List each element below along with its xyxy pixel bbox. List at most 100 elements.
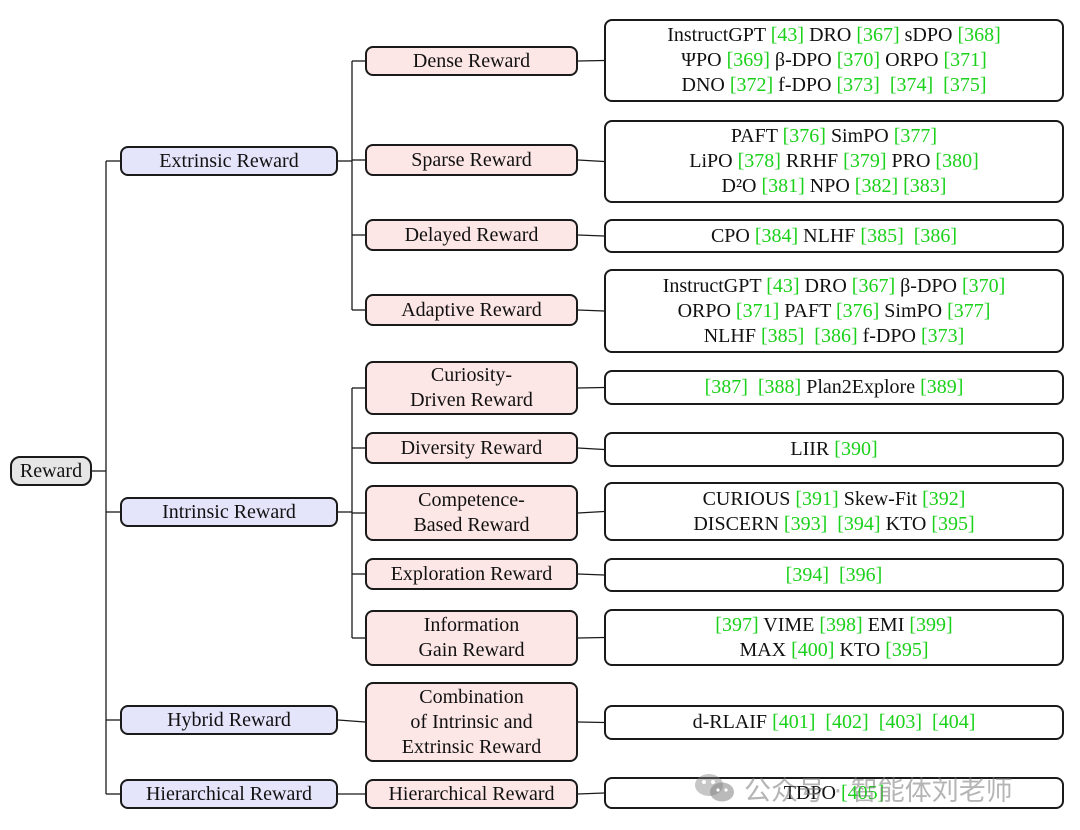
method-name [933,74,943,96]
citation-ref[interactable]: [387] [704,376,748,398]
method-line: InstructGPT [43] DRO [367] sDPO [368] [667,23,1001,48]
method-name: sDPO [899,24,958,46]
citation-ref[interactable]: [388] [757,376,802,398]
citation-ref[interactable]: [43] [770,24,805,46]
subcategory-node: Delayed Reward [365,219,578,251]
tree-edge [337,719,366,723]
subcategory-label-line: Adaptive Reward [401,298,542,321]
method-name [748,376,758,398]
citation-ref[interactable]: [389] [920,376,964,398]
citation-ref[interactable]: [379] [843,150,887,172]
citation-ref[interactable]: [374] [889,74,934,96]
tree-edge [577,234,605,237]
subcategory-node: Sparse Reward [365,144,578,176]
citation-ref[interactable]: [385] [760,324,805,347]
citation-ref[interactable]: [404] [932,711,976,733]
subcategory-node: Hierarchical Reward [365,779,578,809]
subcategory-label-line: Exploration Reward [390,562,553,585]
method-name: InstructGPT [667,24,771,46]
citation-ref[interactable]: [405] [840,781,885,804]
method-name: β-DPO [895,274,962,297]
method-list-box: TDPO [405] [604,777,1064,809]
method-name: InstructGPT [662,274,767,297]
subcategory-label-line: Curiosity- [430,364,513,386]
method-name: PRO [886,150,936,172]
citation-ref[interactable]: [396] [839,563,883,586]
citation-ref[interactable]: [370] [961,274,1006,297]
citation-ref[interactable]: [371] [943,49,987,71]
method-name: RRHF [780,150,844,172]
tree-edge [577,159,605,163]
category-label: Hierarchical Reward [145,782,312,805]
citation-ref[interactable]: [382] [854,175,899,197]
subcategory-label-line: Based Reward [413,514,530,536]
citation-ref[interactable]: [394] [785,563,829,586]
citation-ref[interactable]: [380] [935,150,979,172]
method-list-box: PAFT [376] SimPO [377]LiPO [378] RRHF [3… [604,120,1064,203]
citation-ref[interactable]: [43] [766,274,800,297]
citation-ref[interactable]: [393] [783,512,828,535]
method-name: d-RLAIF [692,711,773,733]
subcategory-label: Dense Reward [413,49,530,74]
citation-ref[interactable]: [375] [943,74,987,96]
citation-ref[interactable]: [381] [761,175,805,197]
citation-ref[interactable]: [397] [715,613,759,636]
tree-edge [577,510,605,514]
citation-ref[interactable]: [377] [947,299,991,322]
citation-ref[interactable]: [371] [735,299,780,322]
method-name [869,711,879,733]
subcategory-label: Delayed Reward [405,223,539,248]
citation-ref[interactable]: [399] [909,613,953,636]
method-line: NLHF [385] [386] f-DPO [373] [704,324,965,349]
citation-ref[interactable]: [377] [893,125,938,147]
citation-ref[interactable]: [386] [814,324,858,347]
citation-ref[interactable]: [401] [772,711,816,733]
method-name: KTO [834,638,886,661]
citation-ref[interactable]: [368] [957,24,1001,46]
method-list-box: InstructGPT [43] DRO [367] β-DPO [370]OR… [604,269,1064,353]
citation-ref[interactable]: [367] [851,274,896,297]
citation-ref[interactable]: [373] [836,74,880,96]
method-line: LIIR [390] [790,437,877,462]
citation-ref[interactable]: [378] [737,150,781,172]
tree-edge [577,386,605,389]
citation-ref[interactable]: [372] [729,74,774,96]
tree-edge [577,636,605,639]
citation-ref[interactable]: [384] [754,224,799,247]
tree-edge [577,573,605,576]
method-name: NLHF [703,324,761,347]
citation-ref[interactable]: [376] [782,125,826,147]
citation-ref[interactable]: [395] [931,512,975,535]
subcategory-label-line: Competence- [418,489,525,511]
citation-ref[interactable]: [391] [795,487,839,510]
citation-ref[interactable]: [395] [885,638,929,661]
citation-ref[interactable]: [403] [878,711,923,733]
citation-ref[interactable]: [367] [856,24,900,46]
method-name: ORPO [677,299,736,322]
method-name: ΨPO [681,49,727,71]
method-name: VIME [758,613,820,636]
citation-ref[interactable]: [392] [922,487,966,510]
method-line: [394] [396] [786,563,883,588]
subcategory-label: Adaptive Reward [401,298,542,323]
citation-ref[interactable]: [386] [913,224,958,247]
citation-ref[interactable]: [376] [835,299,880,322]
citation-ref[interactable]: [390] [834,438,878,460]
citation-ref[interactable]: [400] [791,638,835,661]
citation-ref[interactable]: [369] [726,49,770,71]
method-line: DISCERN [393] [394] KTO [395] [693,512,974,537]
citation-ref[interactable]: [398] [819,613,863,636]
citation-ref[interactable]: [373] [920,324,965,347]
method-line: [387] [388] Plan2Explore [389] [705,375,964,400]
citation-ref[interactable]: [385] [860,224,904,247]
method-line: MAX [400] KTO [395] [739,638,928,663]
method-name: PAFT [779,299,836,322]
citation-ref[interactable]: [370] [836,49,881,71]
citation-ref[interactable]: [394] [837,512,881,535]
citation-ref[interactable]: [402] [825,711,869,733]
citation-ref[interactable]: [383] [903,175,947,197]
method-name [815,711,825,733]
category-extrinsic: Extrinsic Reward [120,146,338,176]
